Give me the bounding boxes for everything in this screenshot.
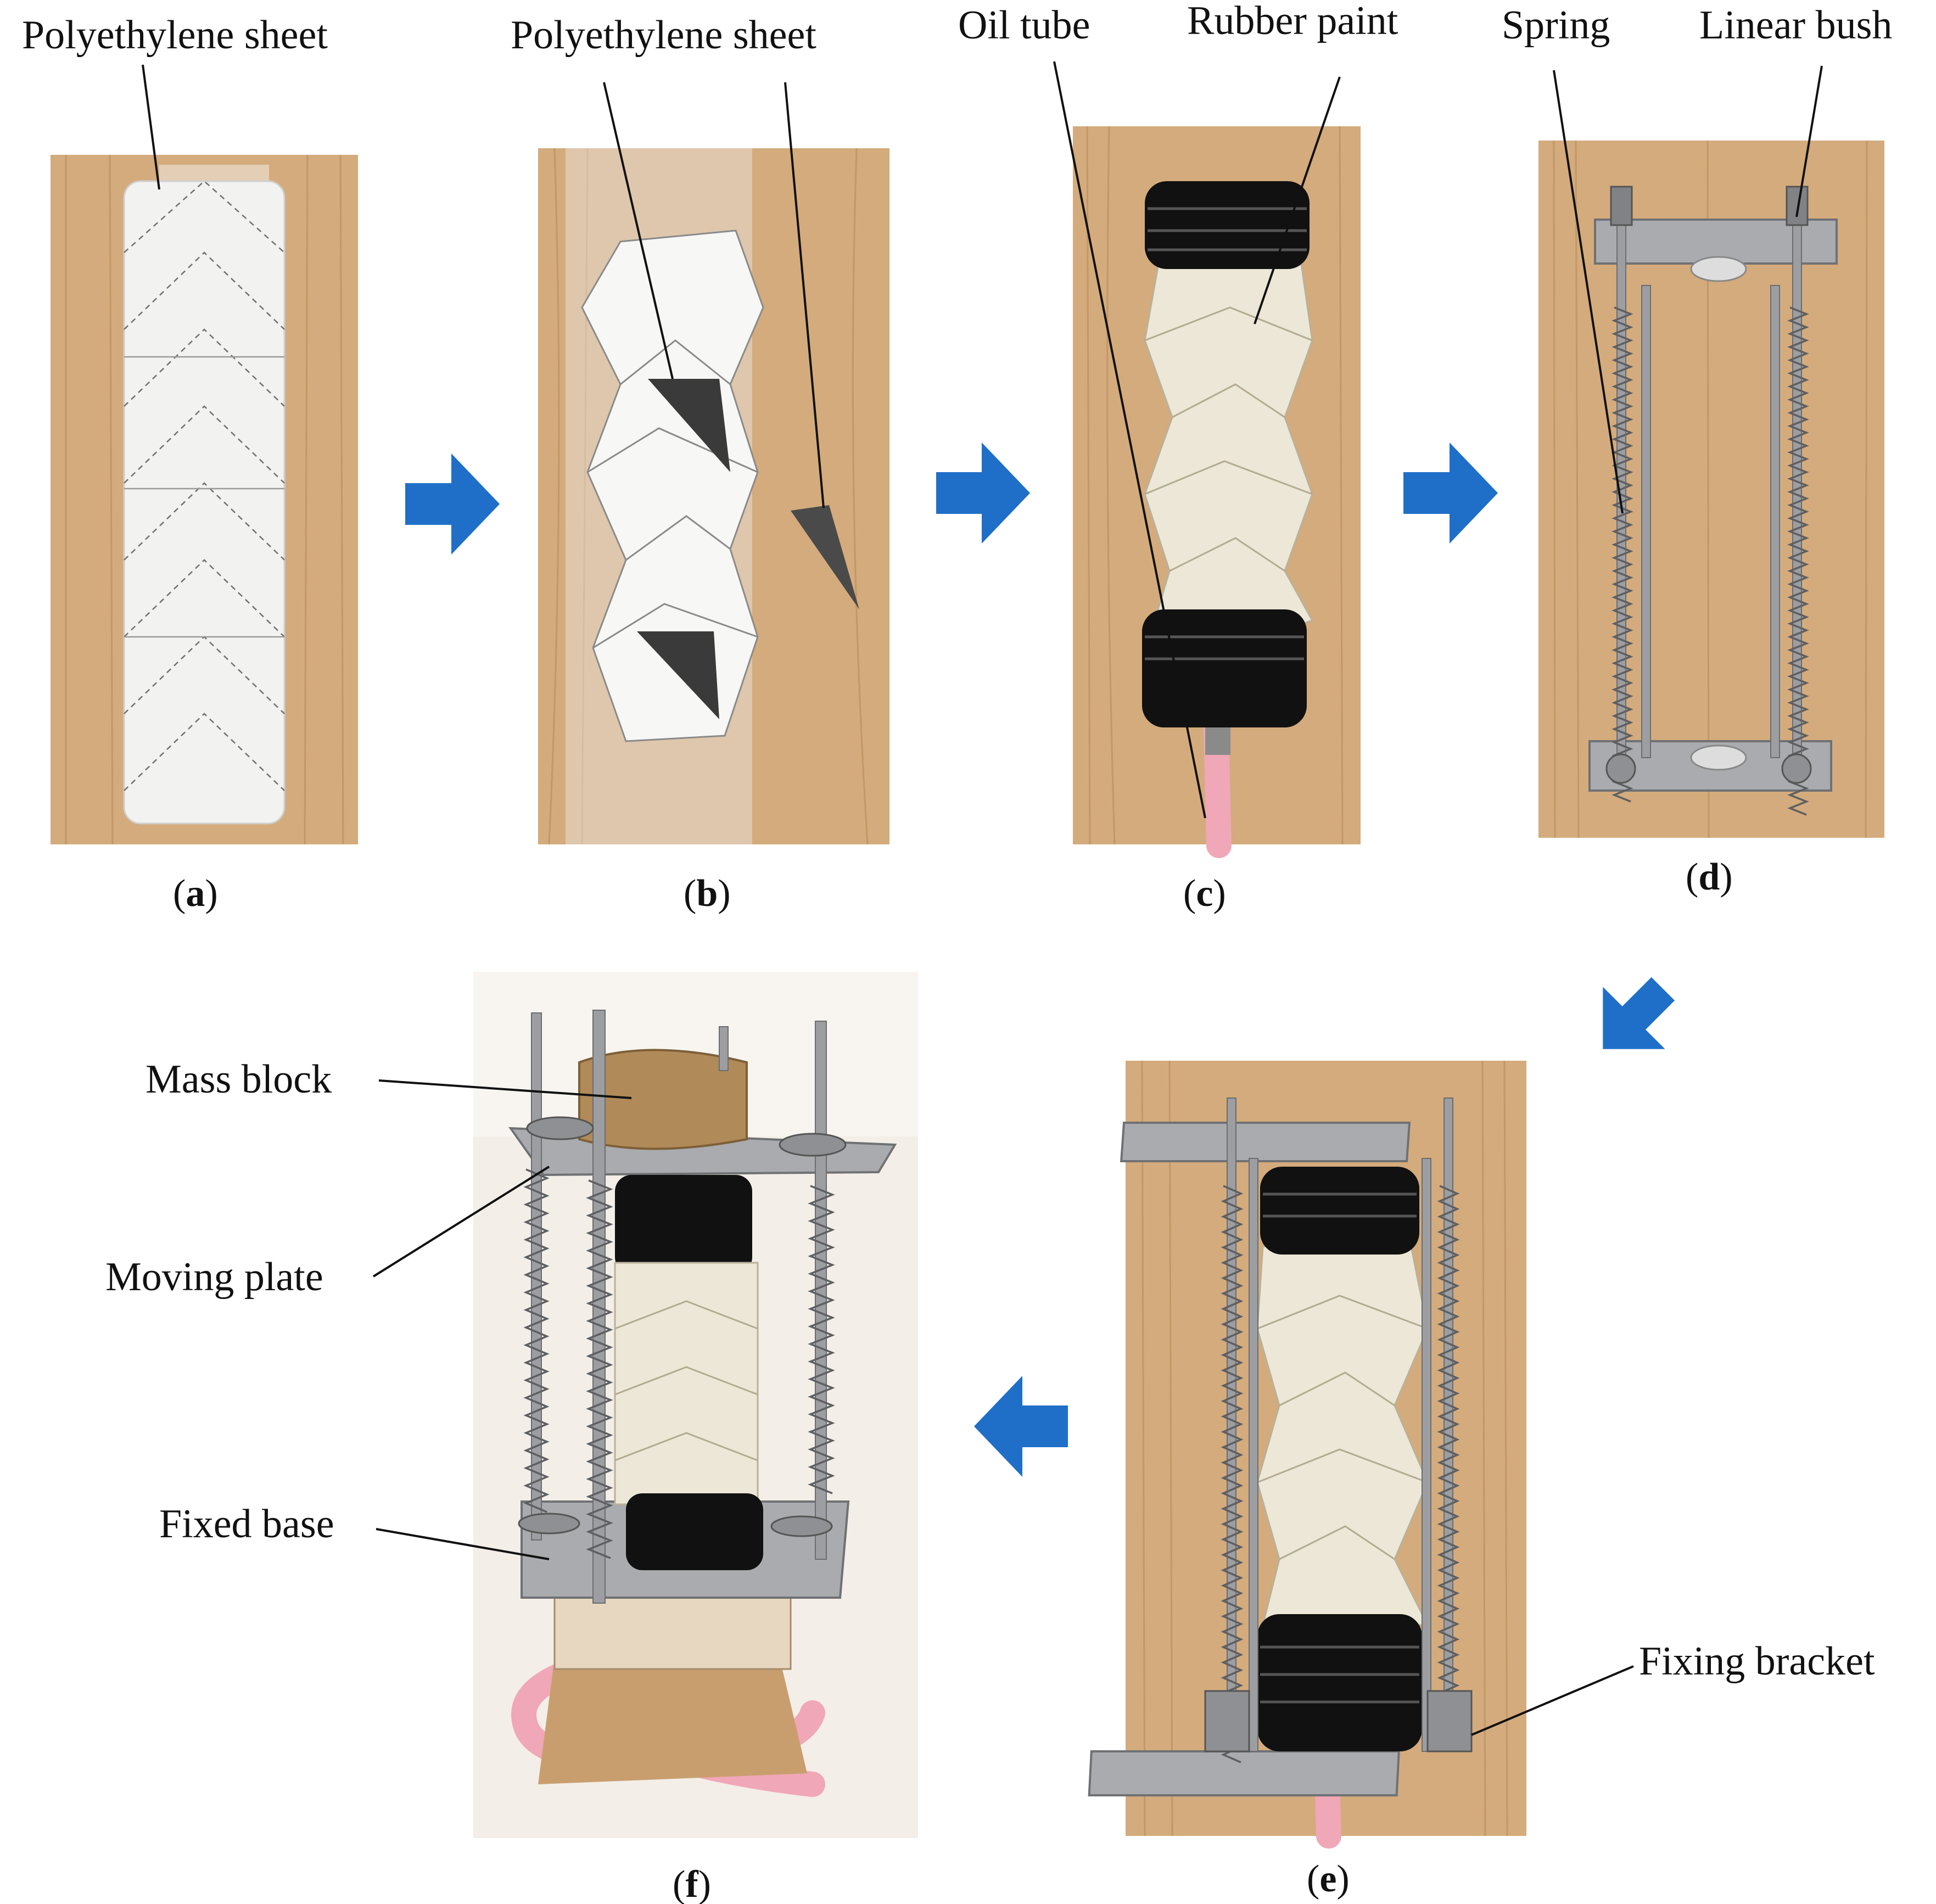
panel-b-leader-polyethylene-sheet-2 (784, 82, 825, 508)
panel-b-label-polyethylene-sheet: Polyethylene sheet (511, 13, 816, 58)
panel-f-label-moving-plate: Moving plate (105, 1255, 323, 1300)
panel-f-leader-fixed-base (376, 1528, 550, 1560)
panel-b-leader-polyethylene-sheet-1 (603, 82, 674, 379)
panel-c-leader-oil-tube (1053, 61, 1206, 819)
panel-d-linear-bush (1786, 186, 1809, 226)
panel-d-label-linear-bush: Linear bush (1699, 3, 1892, 48)
panel-a-leader-polyethylene-sheet (142, 64, 160, 190)
panel-a-caption: (a) (173, 872, 218, 915)
panel-c-photo (1073, 126, 1361, 858)
panel-e-bottom-plate (1088, 1750, 1400, 1796)
panel-c-leader-rubber-paint (1254, 76, 1341, 324)
panel-f-coated-tube (614, 1262, 759, 1505)
panel-f-bottom-cap (626, 1493, 763, 1570)
panel-f-top-cap (615, 1175, 752, 1274)
process-arrow-icon (936, 443, 1030, 544)
panel-d-caption: (d) (1686, 856, 1733, 898)
panel-f-photo (473, 972, 918, 1838)
panel-f-leader-mass-block (378, 1079, 632, 1099)
panel-f-label-mass-block: Mass block (146, 1057, 332, 1102)
panel-e: Fixing bracket (e) (1088, 1060, 1875, 1900)
panel-a: Polyethylene sheet (a) (22, 13, 358, 915)
panel-e-top-cap (1260, 1167, 1419, 1255)
panel-d-leader-spring (1553, 70, 1624, 514)
panel-d-leader-linear-bush (1795, 65, 1823, 217)
panel-c-bottom-cap (1142, 609, 1307, 727)
panel-f-mass-block (578, 1049, 748, 1150)
process-arrow-icon (974, 1376, 1068, 1477)
panel-d: Spring Linear bush (d) (1502, 3, 1892, 898)
panel-d-photo (1538, 140, 1884, 838)
panel-b-folded-tube (581, 229, 764, 742)
process-arrow-icon (1403, 443, 1498, 544)
panel-f-label-fixed-base: Fixed base (159, 1502, 334, 1547)
panel-d-label-spring: Spring (1502, 3, 1610, 48)
panel-f: Mass block Moving plate Fixed base (f) (105, 972, 918, 1904)
panel-b-loose-sheet (791, 505, 859, 609)
panel-a-label-polyethylene-sheet: Polyethylene sheet (22, 13, 328, 58)
process-arrow-icon (1603, 977, 1675, 1049)
panel-a-photo (51, 154, 358, 845)
panel-e-label-fixing-bracket: Fixing bracket (1639, 1639, 1875, 1684)
panel-d-spring (1612, 306, 1633, 803)
panel-b-caption: (b) (684, 872, 731, 915)
panel-e-top-plate (1120, 1122, 1411, 1162)
panel-f-caption: (f) (673, 1863, 711, 1904)
panel-c-label-rubber-paint: Rubber paint (1187, 0, 1398, 43)
panel-e-fixing-bracket (1426, 1690, 1473, 1752)
panel-c: Oil tube Rubber paint (c) (958, 0, 1398, 915)
panel-e-bottom-cap (1257, 1614, 1422, 1751)
process-arrow-icon (405, 453, 500, 555)
panel-e-caption: (e) (1307, 1858, 1350, 1900)
panel-e-photo (1088, 1060, 1526, 1849)
panel-e-leader-fixing-bracket (1471, 1665, 1634, 1736)
panel-b: Polyethylene sheet (b) (511, 13, 889, 915)
panel-b-photo (538, 148, 889, 845)
panel-f-leader-moving-plate (372, 1166, 550, 1278)
panel-c-top-cap (1145, 181, 1310, 269)
panel-c-label-oil-tube: Oil tube (958, 3, 1090, 48)
panel-c-caption: (c) (1183, 872, 1226, 915)
